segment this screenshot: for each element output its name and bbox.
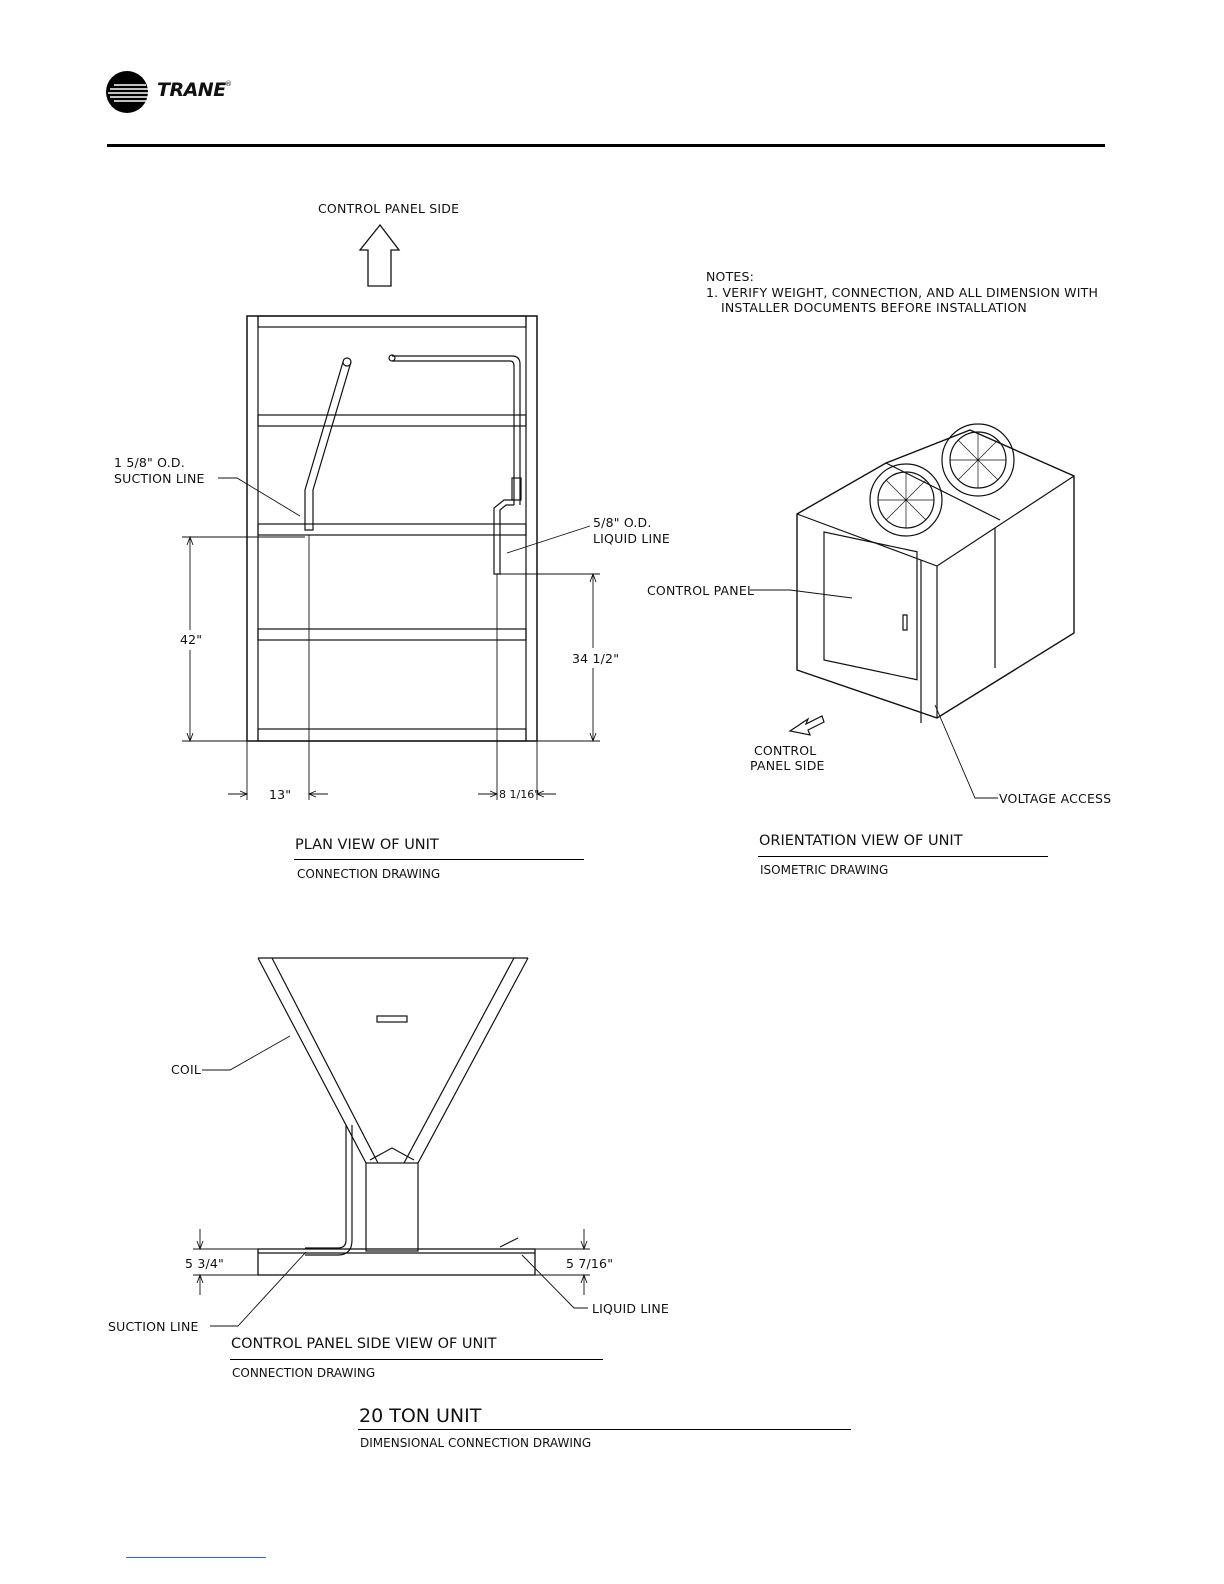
- plan-view-underline: [294, 859, 584, 860]
- dim-13: 13": [269, 787, 292, 802]
- coil-label: COIL: [171, 1062, 202, 1077]
- liquid-od-label: 5/8" O.D.: [593, 515, 652, 530]
- control-panel-label: CONTROL PANEL: [647, 583, 755, 598]
- dim-42: 42": [180, 632, 203, 647]
- voltage-access-label: VOLTAGE ACCESS: [999, 791, 1112, 806]
- orientation-view-title: ORIENTATION VIEW OF UNIT: [759, 833, 963, 849]
- plan-view-title: PLAN VIEW OF UNIT: [295, 837, 439, 853]
- orientation-view-subtitle: ISOMETRIC DRAWING: [760, 863, 889, 877]
- dim-5-3-4: 5 3/4": [185, 1256, 224, 1271]
- control-side-arrow-icon: [358, 223, 401, 287]
- side-suction-line-label: SUCTION LINE: [108, 1319, 199, 1334]
- side-view-title: CONTROL PANEL SIDE VIEW OF UNIT: [231, 1336, 497, 1352]
- unit-title: 20 TON UNIT: [359, 1405, 482, 1427]
- dim-34-half: 34 1/2": [572, 651, 620, 666]
- notes-line-2: INSTALLER DOCUMENTS BEFORE INSTALLATION: [721, 300, 1027, 315]
- plan-view-drawing: [182, 223, 600, 800]
- plan-view-subtitle: CONNECTION DRAWING: [297, 867, 441, 881]
- dim-5-7-16: 5 7/16": [566, 1256, 614, 1271]
- suction-od-label: 1 5/8" O.D.: [114, 455, 185, 470]
- notes-line-1: 1. VERIFY WEIGHT, CONNECTION, AND ALL DI…: [706, 285, 1099, 300]
- footer-link-line[interactable]: [126, 1557, 266, 1558]
- control-panel-side-label: CONTROL PANEL SIDE: [318, 201, 460, 216]
- liquid-line-label: LIQUID LINE: [593, 531, 671, 546]
- brand-mark: ®: [225, 80, 232, 88]
- trane-logo-icon: [106, 71, 148, 113]
- side-view-drawing: [193, 957, 590, 1327]
- unit-title-underline: [358, 1429, 851, 1430]
- side-liquid-line-label: LIQUID LINE: [592, 1301, 670, 1316]
- panel-side-label: PANEL SIDE: [750, 758, 825, 773]
- notes-heading: NOTES:: [706, 269, 755, 284]
- brand-name: TRANE: [157, 79, 226, 101]
- suction-line-label: SUCTION LINE: [114, 471, 205, 486]
- control-panel-side-arrow-icon: [788, 715, 825, 736]
- control-label: CONTROL: [754, 743, 817, 758]
- side-view-subtitle: CONNECTION DRAWING: [232, 1366, 376, 1380]
- unit-subtitle: DIMENSIONAL CONNECTION DRAWING: [360, 1436, 592, 1450]
- header-divider: [107, 144, 1105, 147]
- dim-8-1-16: 8 1/16": [499, 788, 540, 801]
- isometric-drawing: [750, 423, 1075, 799]
- side-view-underline: [230, 1359, 603, 1360]
- orientation-view-underline: [758, 856, 1048, 857]
